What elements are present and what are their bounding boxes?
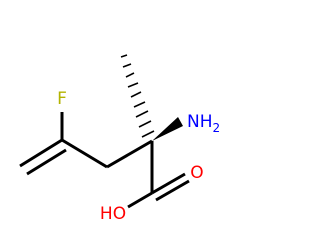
- fluorine-label: F: [57, 89, 67, 109]
- vinyl-double-bond-outer: [19, 138, 63, 168]
- bonds: [19, 112, 190, 209]
- molecule-diagram: F NH2 O HO: [19, 54, 220, 224]
- amine-wedge-bond: [152, 117, 183, 141]
- hydroxyl-label: HO: [100, 204, 126, 224]
- methyl-hash-bond: [120, 54, 155, 138]
- amine-subscript: 2: [213, 121, 221, 135]
- structure-canvas: F NH2 O HO: [19, 54, 221, 224]
- amine-label: NH2: [187, 112, 220, 135]
- carbonyl-oxygen-label: O: [190, 163, 203, 183]
- c-o-double-bond-1: [151, 172, 186, 195]
- ch2-cq-bond: [106, 139, 153, 169]
- vinyl-double-bond-inner: [26, 148, 67, 176]
- c-oh-bond: [127, 191, 153, 209]
- c-o-double-bond-2: [155, 179, 190, 202]
- c-ch2-bond: [61, 138, 108, 169]
- amine-main-text: NH: [187, 112, 213, 132]
